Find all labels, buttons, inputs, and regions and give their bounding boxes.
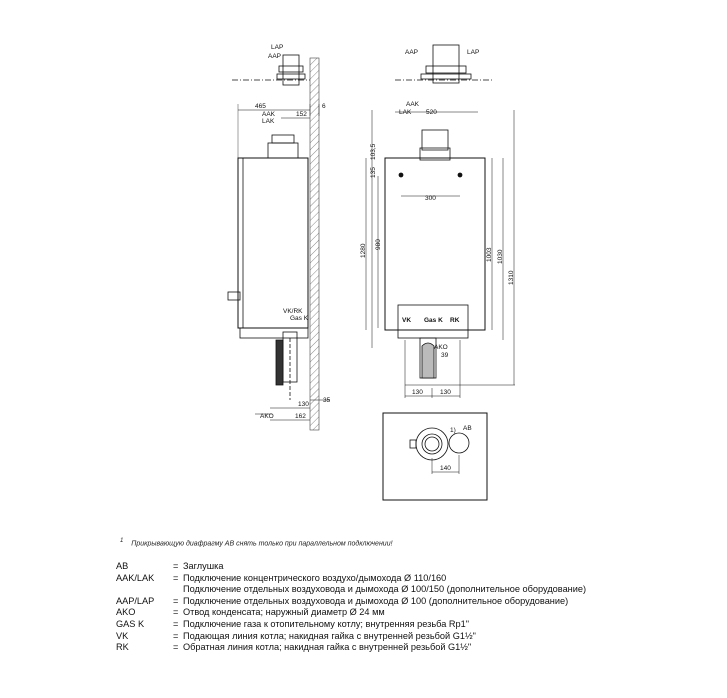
- label-lak: LAK: [262, 118, 275, 125]
- legend-row: AAK/LAK = Подключение концентрического в…: [116, 573, 676, 585]
- legend-eq: =: [173, 572, 179, 583]
- dim-1003: 1003: [486, 247, 493, 262]
- legend-key: GAS K: [116, 618, 145, 629]
- side-view-labels: LAP AAP 465 6 AAK LAK 152 VK/RK Gas K 13…: [255, 44, 331, 420]
- label-ab: AB: [463, 425, 472, 432]
- label-lap-front: LAP: [467, 49, 479, 56]
- legend-row: Подключение отдельных воздуховода и дымо…: [116, 584, 676, 596]
- label-lak-front: LAK: [399, 109, 412, 116]
- wall-hatch: [309, 57, 320, 431]
- legend-text: Отвод конденсата; наружный диаметр Ø 24 …: [183, 607, 385, 618]
- legend-key: RK: [116, 642, 129, 653]
- top-view-body: [382, 412, 488, 501]
- dim-465: 465: [255, 103, 266, 110]
- dim-1280: 1280: [360, 243, 367, 258]
- dim-35: 35: [323, 397, 331, 404]
- legend-text: Обратная линия котла; накидная гайка с в…: [183, 642, 472, 653]
- label-aak-front: AAK: [406, 101, 420, 108]
- side-boiler-body: [237, 157, 309, 329]
- legend-eq: [173, 584, 183, 596]
- label-vk: VK: [402, 317, 411, 324]
- legend-key: AKO: [116, 607, 136, 618]
- footnote-text: Прикрывающую диафрагму AB снять только п…: [131, 540, 393, 548]
- legend-key: [116, 584, 173, 596]
- top-view: [382, 412, 488, 501]
- legend-eq: =: [173, 595, 179, 606]
- dim-1030: 1030: [497, 249, 504, 264]
- legend-key: AAK/LAK: [116, 572, 155, 583]
- legend-text: Подключение газа к отопительному котлу; …: [183, 618, 470, 629]
- footnote: 1 Прикрывающую диафрагму AB снять только…: [120, 538, 393, 547]
- front-flue-pipe: [432, 44, 460, 84]
- label-lap: LAP: [271, 44, 283, 51]
- label-gask: Gas K: [290, 315, 309, 322]
- dim-140: 140: [440, 465, 451, 472]
- legend-eq: =: [173, 618, 179, 629]
- front-boiler-body: [384, 157, 486, 331]
- label-ako-front: AKO: [434, 344, 448, 351]
- legend-key: VK: [116, 630, 129, 641]
- label-rk: RK: [450, 317, 460, 324]
- legend-eq: =: [173, 561, 179, 571]
- legend-text: Подключение концентрического воздухо/дым…: [183, 572, 447, 583]
- legend-eq: =: [173, 630, 179, 641]
- ab-plug-circle: [448, 432, 470, 454]
- legend-text: Заглушка: [183, 561, 224, 571]
- legend-eq: =: [173, 607, 179, 618]
- dim-130: 130: [298, 401, 309, 408]
- technical-drawing: LAP AAP 465 6 AAK LAK 152 VK/RK Gas K 13…: [227, 44, 515, 501]
- label-aap-front: AAP: [405, 49, 418, 56]
- legend-row: RK = Обратная линия котла; накидная гайк…: [116, 642, 676, 654]
- label-ako: AKO: [260, 413, 274, 420]
- dim-130-b: 130: [440, 389, 451, 396]
- legend-row: GAS K = Подключение газа к отопительному…: [116, 619, 676, 631]
- front-view: [365, 44, 515, 398]
- legend-row: AKO = Отвод конденсата; наружный диаметр…: [116, 607, 676, 619]
- label-vkrk: VK/RK: [283, 308, 303, 315]
- side-flue-adapter: [267, 142, 299, 159]
- legend-key: AAP/LAP: [116, 595, 155, 606]
- top-view-labels: 1) AB 140: [440, 425, 472, 472]
- dim-980: 980: [375, 239, 382, 250]
- legend-text: Подключение отдельных воздуховода и дымо…: [183, 584, 587, 595]
- label-aak: AAK: [262, 111, 276, 118]
- dim-6: 6: [322, 103, 326, 110]
- legend-row: AAP/LAP = Подключение отдельных воздухов…: [116, 596, 676, 608]
- dim-103-5: 103,5: [370, 143, 377, 160]
- dim-130-a: 130: [412, 389, 423, 396]
- dim-39: 39: [441, 352, 449, 359]
- legend-key: AB: [116, 561, 129, 571]
- dim-520: 520: [426, 109, 437, 116]
- dim-152: 152: [296, 111, 307, 118]
- legend-row: AB = Заглушка: [116, 561, 676, 573]
- dim-300: 300: [425, 195, 436, 202]
- legend-text: Подключение отдельных воздуховода и дымо…: [183, 595, 569, 606]
- legend-eq: =: [173, 642, 179, 653]
- label-gask-front: Gas K: [424, 317, 443, 324]
- footnote-mark: 1: [120, 538, 124, 544]
- legend: AB = Заглушка AAK/LAK = Подключение конц…: [116, 561, 676, 654]
- flue-outer-circle: [415, 427, 449, 461]
- side-flue-pipe: [282, 54, 300, 86]
- dim-162: 162: [295, 413, 306, 420]
- legend-row: VK = Подающая линия котла; накидная гайк…: [116, 631, 676, 643]
- label-aap: AAP: [268, 53, 281, 60]
- label-note-1: 1): [450, 427, 456, 434]
- dim-135: 135: [370, 167, 377, 178]
- dim-1310: 1310: [508, 270, 515, 285]
- legend-text: Подающая линия котла; накидная гайка с в…: [183, 630, 476, 641]
- side-view: [227, 54, 330, 431]
- front-view-labels: AAP LAP AAK LAK 520 135 103,5 300 1280 9…: [360, 49, 515, 396]
